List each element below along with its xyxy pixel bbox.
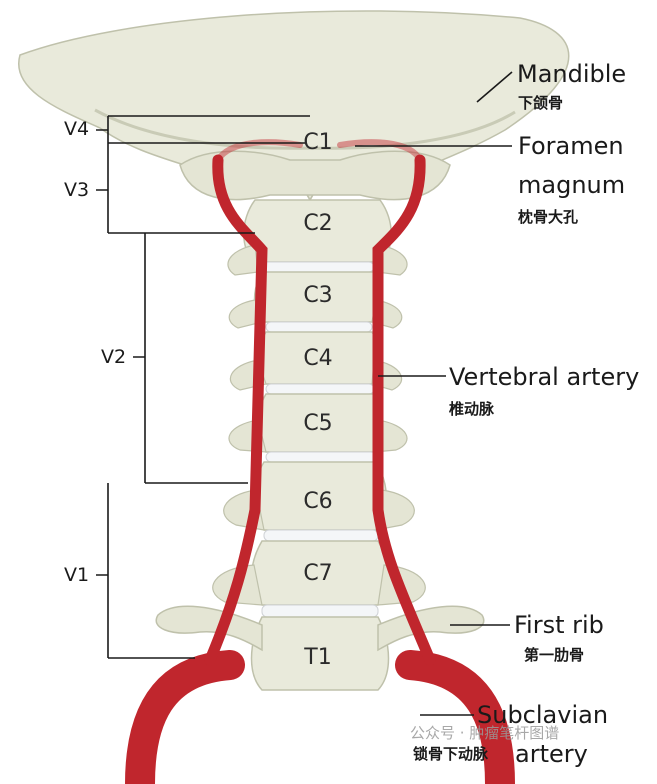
vertebral-artery-right	[372, 154, 436, 666]
artery-system	[125, 139, 515, 784]
first-rib-label: First rib	[514, 611, 604, 639]
vertebra-label-c3: C3	[303, 283, 333, 308]
vertebra-label-c7: C7	[303, 561, 333, 586]
vertebra-label-c2: C2	[303, 211, 333, 236]
first-rib-right	[377, 605, 485, 652]
vertebra-label-t1: T1	[304, 645, 332, 670]
segment-label-v2: V2	[101, 346, 127, 368]
vertebra-label-c5: C5	[303, 411, 333, 436]
mandible-edge	[94, 108, 516, 150]
segment-label-v1: V1	[64, 564, 90, 586]
v4-bracket	[96, 115, 310, 144]
disc	[265, 321, 373, 333]
vertebral-artery-label: Vertebral artery	[449, 363, 640, 391]
vertebra-label-c4: C4	[303, 346, 333, 371]
subclavian-artery-left	[125, 650, 245, 784]
v2-bracket	[133, 233, 248, 484]
foramen-magnum-label-line1: Foramen	[518, 132, 624, 160]
first-rib-left	[155, 605, 263, 652]
atlas-wings	[179, 150, 451, 201]
segment-label-v3: V3	[64, 179, 90, 201]
watermark: 公众号 · 肿瘤笔杆图谱	[410, 724, 560, 742]
mandible-label-zh: 下颌骨	[518, 94, 564, 112]
vertebral-artery-left	[204, 154, 268, 666]
vertebral-artery-v4-right	[337, 139, 423, 163]
subclavian-artery-label-line1: Subclavian	[477, 701, 609, 729]
disc	[261, 261, 375, 273]
disc	[265, 383, 375, 395]
vertebral-artery-label-zh: 椎动脉	[449, 400, 495, 418]
subclavian-artery-right	[395, 650, 515, 784]
subclavian-artery-label-line2: artery	[515, 740, 588, 768]
vertebral-column	[155, 199, 485, 691]
leader-lines	[355, 71, 513, 716]
transverse-processes-right	[371, 244, 426, 606]
v1-bracket	[96, 483, 195, 659]
disc	[265, 451, 377, 463]
mandible-leader	[476, 71, 513, 103]
subclavian-artery-label-zh: 锁骨下动脉	[413, 745, 489, 763]
segment-label-v4: V4	[64, 118, 90, 140]
disc	[263, 529, 379, 542]
mandible-label: Mandible	[517, 60, 627, 88]
foramen-magnum-label-zh: 枕骨大孔	[518, 208, 579, 226]
vertebra-label-c1: C1	[303, 130, 333, 155]
disc	[261, 604, 379, 618]
v3-bracket	[96, 143, 255, 234]
segment-brackets	[96, 115, 310, 659]
first-rib-label-zh: 第一肋骨	[524, 646, 585, 664]
vertebra-label-c6: C6	[303, 489, 333, 514]
foramen-magnum-label-line2: magnum	[518, 171, 626, 199]
